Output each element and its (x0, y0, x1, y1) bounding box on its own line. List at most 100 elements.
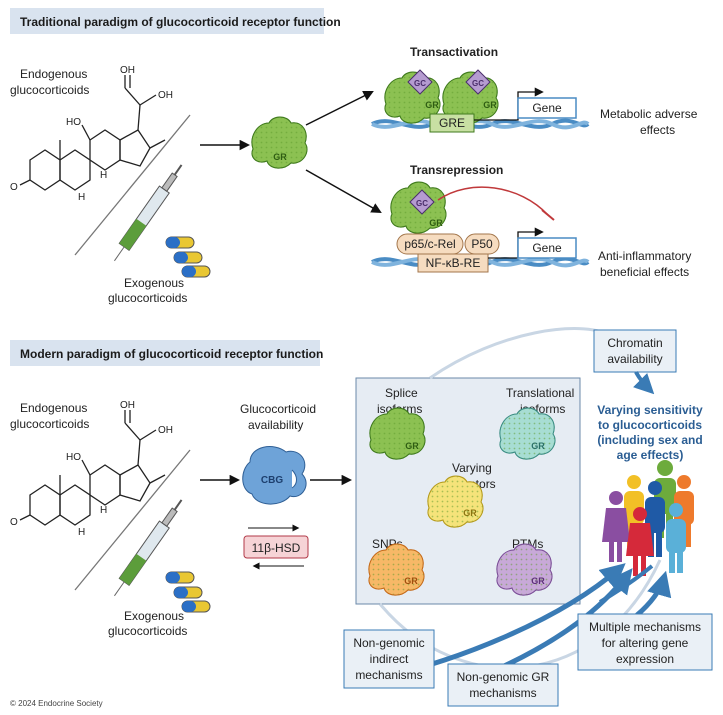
nongenomic-indirect-box (343, 629, 435, 689)
gr-snp-label: GR (404, 576, 418, 586)
transactivation-title: Transactivation (410, 45, 498, 59)
antiinflammatory-line2: beneficial effects (600, 265, 689, 279)
steroid-molecule-bottom (19, 410, 166, 526)
nongenomic-indirect-line3: mechanisms (355, 668, 422, 682)
mol-top-h1: H (100, 170, 107, 181)
nfkb-re-label: NF-κB-RE (426, 256, 481, 270)
multiple-mechanisms-box (577, 613, 713, 671)
mol-bot-h2: H (78, 527, 85, 538)
sensitivity-line4: age effects) (617, 448, 684, 462)
mol-bot-ho: HO (66, 452, 81, 463)
gr-splice-label: GR (405, 441, 419, 451)
modern-header-bg (10, 340, 320, 366)
gc-ligand-right (465, 69, 491, 95)
gr-label-left: GR (425, 100, 439, 110)
gr-label-repression: GR (429, 218, 443, 228)
mol-top-ho: HO (66, 117, 81, 128)
traditional-header-bg (10, 8, 324, 34)
chromatin-box (593, 329, 677, 373)
endogenous-modern-line1: Endogenous (20, 401, 87, 415)
chromatin-line1: Chromatin (607, 336, 662, 350)
endogenous-label-line2: glucocorticoids (10, 83, 89, 97)
translational-line1: Translational (506, 386, 574, 400)
sensitivity-line2: to glucocorticoids (598, 418, 702, 432)
steroid-molecule-top (19, 75, 166, 191)
pill-icons (165, 236, 211, 278)
faint-arc-top (429, 327, 611, 380)
arrow-to-transrepression (305, 169, 382, 214)
gr-center-label: GR (273, 152, 287, 162)
traditional-header: Traditional paradigm of glucocorticoid r… (20, 15, 341, 29)
metabolic-effect-line2: effects (640, 123, 675, 137)
multiple-line3: expression (616, 652, 674, 666)
endogenous-label-line1: Endogenous (20, 67, 87, 81)
arrow-nongenomic-gr (498, 568, 633, 671)
gene-box-bottom (517, 237, 577, 259)
availability-line1: Glucocorticoid (240, 402, 316, 416)
modern-header: Modern paradigm of glucocorticoid recept… (20, 347, 323, 361)
mol-bot-h1: H (100, 505, 107, 516)
exogenous-modern-line1: Exogenous (124, 609, 184, 623)
enzyme-label: 11β-HSD (252, 541, 301, 555)
metabolic-effect-line1: Metabolic adverse (600, 107, 698, 121)
sensitivity-line1: Varying sensitivity (597, 403, 703, 417)
gene-box-top (517, 97, 577, 119)
chromatin-arrow (633, 371, 655, 395)
exogenous-modern-line2: glucocorticoids (108, 624, 187, 638)
gre-box (429, 113, 475, 133)
splice-line1: Splice (385, 386, 418, 400)
nfkb-re-box (417, 253, 489, 273)
mol-top-o: O (10, 182, 18, 193)
gc-ligand-left (407, 69, 433, 95)
gc-label-right: GC (472, 79, 484, 88)
mol-top-h2: H (78, 192, 85, 203)
sensitivity-line3: (including sex and (597, 433, 702, 447)
availability-line2: availability (248, 418, 303, 432)
gr-cofactor-label: GR (463, 508, 477, 518)
mol-top-oh2: OH (158, 90, 173, 101)
antiinflammatory-line1: Anti-inflammatory (598, 249, 691, 263)
gc-ligand-repression (409, 189, 435, 215)
multiple-line1: Multiple mechanisms (589, 620, 701, 634)
enzyme-box (243, 535, 309, 559)
inhibition-bar (541, 209, 555, 221)
nongenomic-gr-line1: Non-genomic GR (457, 670, 550, 684)
inhibition-arc (437, 186, 549, 216)
nongenomic-gr-line2: mechanisms (469, 686, 536, 700)
gene-label-top: Gene (532, 101, 562, 115)
mol-bot-oh1: OH (120, 400, 135, 411)
arrow-to-transactivation (305, 91, 374, 126)
gc-label-repression: GC (416, 199, 428, 208)
mol-bot-oh2: OH (158, 425, 173, 436)
exogenous-label-line2: glucocorticoids (108, 291, 187, 305)
syringe-icon-bottom (114, 499, 183, 597)
copyright: © 2024 Endocrine Society (10, 699, 103, 708)
nongenomic-indirect-line2: indirect (370, 652, 409, 666)
syringe-icon (114, 164, 183, 262)
cofactors-line1: Varying (452, 461, 492, 475)
exogenous-label-line1: Exogenous (124, 276, 184, 290)
nongenomic-indirect-line1: Non-genomic (353, 636, 424, 650)
transrepression-title: Transrepression (410, 163, 503, 177)
mol-top-oh1: OH (120, 65, 135, 76)
gre-label: GRE (439, 116, 465, 130)
arrow-multiple (634, 570, 672, 618)
p50-label: P50 (471, 237, 493, 251)
p65-crel-label: p65/c-Rel (404, 237, 455, 251)
gr-ptm-label: GR (531, 576, 545, 586)
top-divider-line (74, 114, 191, 256)
gc-label-left: GC (414, 79, 426, 88)
cbg-protein (242, 446, 307, 505)
people-group-icon (602, 460, 694, 576)
mol-bot-o: O (10, 517, 18, 528)
gene-label-bottom: Gene (532, 241, 562, 255)
cbg-label: CBG (261, 475, 283, 486)
bottom-divider-line (74, 449, 191, 591)
gr-translational-label: GR (531, 441, 545, 451)
gr-label-right: GR (483, 100, 497, 110)
chromatin-line2: availability (607, 352, 662, 366)
endogenous-modern-line2: glucocorticoids (10, 417, 89, 431)
arrow-panel-people (598, 564, 654, 604)
